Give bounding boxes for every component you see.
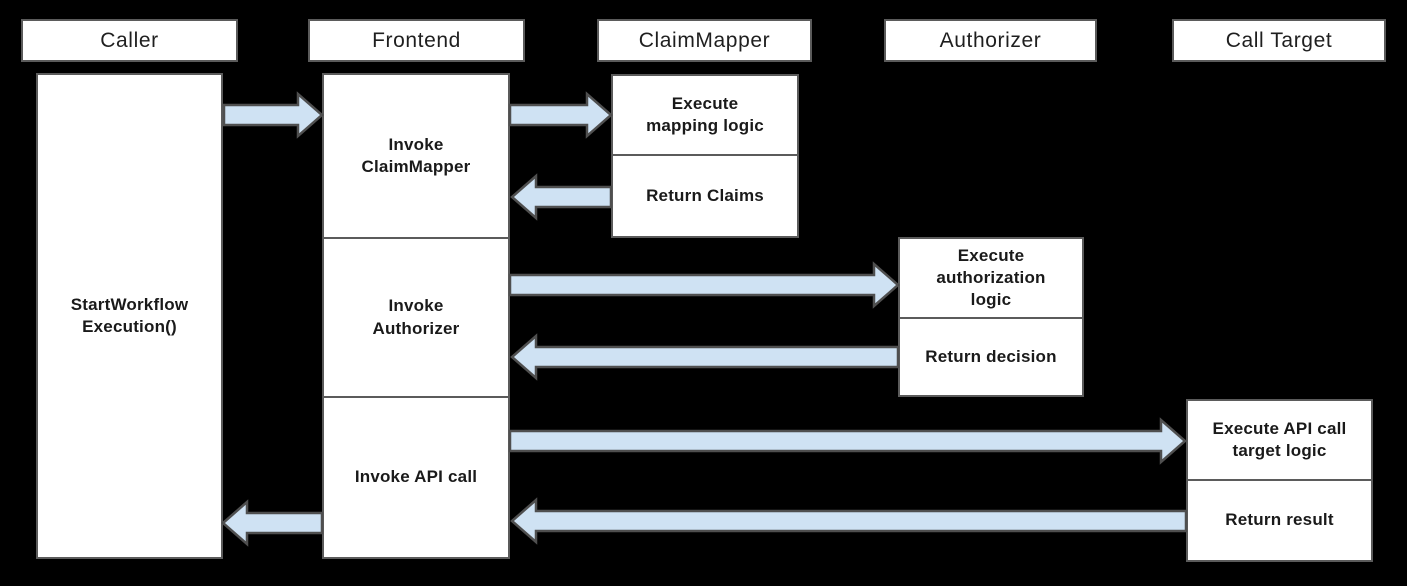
activity-label-invoke-api-call: Invoke API call: [354, 467, 478, 487]
activity-box-execute-mapping-logic: Execute mapping logic: [613, 76, 797, 154]
arrow-calltarget-return-to-frontend: [510, 497, 1188, 545]
lane-header-authorizer: Authorizer: [884, 19, 1097, 62]
lane-header-caller-label: Caller: [100, 28, 159, 52]
activity-label-execute-api-call-target-logic: Execute API call target logic: [1212, 418, 1347, 460]
lane-header-frontend-label: Frontend: [372, 28, 461, 52]
lane-header-claimmapper-label: ClaimMapper: [638, 28, 771, 52]
lane-header-calltarget-label: Call Target: [1225, 28, 1333, 52]
arrow-claimmapper-return-to-frontend: [510, 173, 613, 221]
activity-box-return-decision: Return decision: [900, 317, 1082, 395]
lane-header-caller: Caller: [21, 19, 238, 62]
activity-label-execute-mapping-logic: Execute mapping logic: [646, 93, 764, 135]
activity-label-execute-authorization-logic: Execute authorization logic: [936, 245, 1046, 310]
arrow-authorizer-return-to-frontend: [510, 333, 900, 381]
arrow-caller-to-frontend: [222, 91, 324, 139]
activity-label-return-claims: Return Claims: [646, 185, 764, 205]
activity-box-return-claims: Return Claims: [613, 154, 797, 236]
lane-header-claimmapper: ClaimMapper: [597, 19, 812, 62]
activity-box-invoke-claimmapper: Invoke ClaimMapper: [324, 75, 508, 237]
activity-box-invoke-authorizer: Invoke Authorizer: [324, 237, 508, 396]
lane-header-authorizer-label: Authorizer: [939, 28, 1042, 52]
activity-box-execute-authorization-logic: Execute authorization logic: [900, 239, 1082, 317]
activity-box-return-result: Return result: [1188, 479, 1371, 560]
activity-box-invoke-api-call: Invoke API call: [324, 396, 508, 557]
activity-label-startworkflowexecution: StartWorkflow Execution(): [70, 294, 189, 336]
activity-label-return-decision: Return decision: [925, 346, 1057, 366]
lane-header-calltarget: Call Target: [1172, 19, 1386, 62]
activity-box-startworkflowexecution: StartWorkflow Execution(): [36, 73, 223, 559]
arrow-frontend-to-calltarget: [508, 417, 1187, 465]
activity-label-return-result: Return result: [1225, 510, 1334, 530]
arrow-frontend-return-to-caller: [221, 499, 324, 547]
activity-column-calltarget: Execute API call target logic Return res…: [1186, 399, 1373, 562]
activity-column-claimmapper: Execute mapping logic Return Claims: [611, 74, 799, 238]
activity-column-authorizer: Execute authorization logic Return decis…: [898, 237, 1084, 397]
arrow-frontend-to-claimmapper: [508, 91, 613, 139]
arrow-frontend-to-authorizer: [508, 261, 900, 309]
activity-label-invoke-authorizer: Invoke Authorizer: [372, 296, 460, 338]
activity-label-invoke-claimmapper: Invoke ClaimMapper: [361, 134, 471, 176]
activity-box-execute-api-call-target-logic: Execute API call target logic: [1188, 401, 1371, 479]
lane-header-frontend: Frontend: [308, 19, 525, 62]
activity-column-frontend: Invoke ClaimMapper Invoke Authorizer Inv…: [322, 73, 510, 559]
